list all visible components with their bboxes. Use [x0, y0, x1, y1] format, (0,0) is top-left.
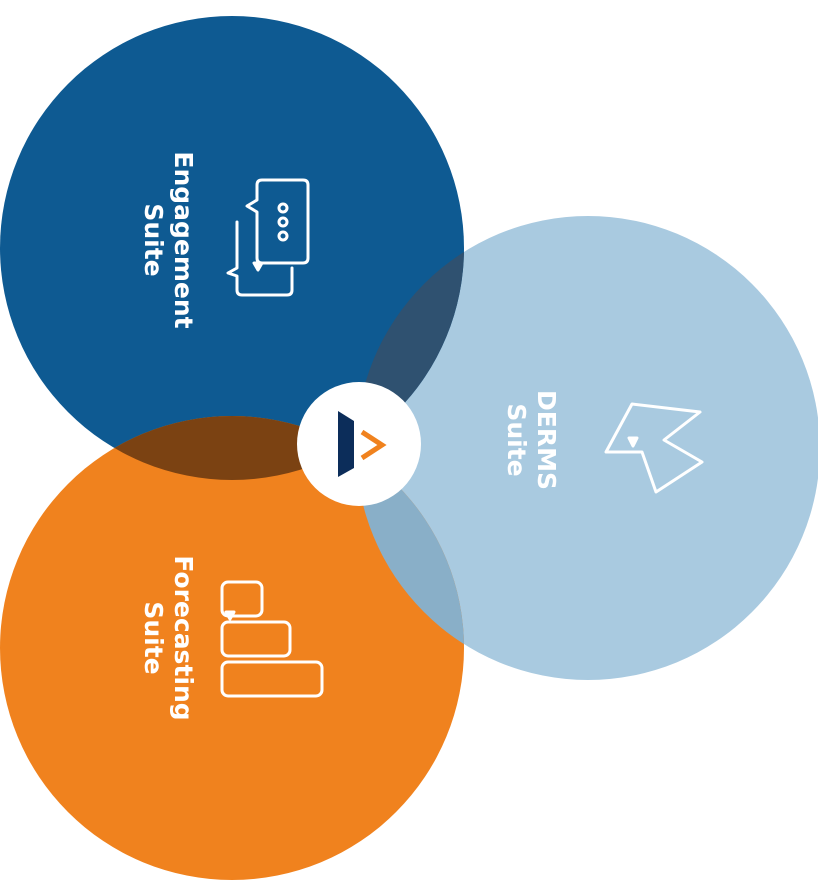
- play-arrow-logo-icon: [338, 411, 387, 477]
- forecasting-suite: Forecasting Suite: [139, 555, 324, 721]
- engagement-suite: Engagement Suite: [139, 151, 310, 329]
- forecasting-subtitle: Suite: [139, 601, 168, 674]
- derms-title: DERMS: [532, 390, 561, 490]
- bar-chart-icon: [220, 580, 324, 698]
- engagement-circle: [0, 16, 464, 480]
- forecasting-title: Forecasting: [169, 555, 198, 720]
- lightning-bolt-icon: [604, 402, 704, 494]
- center-logo: [297, 382, 421, 506]
- derms-subtitle: Suite: [502, 403, 531, 476]
- derms-suite: DERMS Suite: [502, 390, 704, 494]
- chat-bubbles-icon: [226, 178, 310, 297]
- derms-circle: [356, 216, 818, 680]
- engagement-title: Engagement: [169, 151, 198, 328]
- forecasting-circle: [0, 416, 464, 880]
- engagement-subtitle: Suite: [139, 203, 168, 276]
